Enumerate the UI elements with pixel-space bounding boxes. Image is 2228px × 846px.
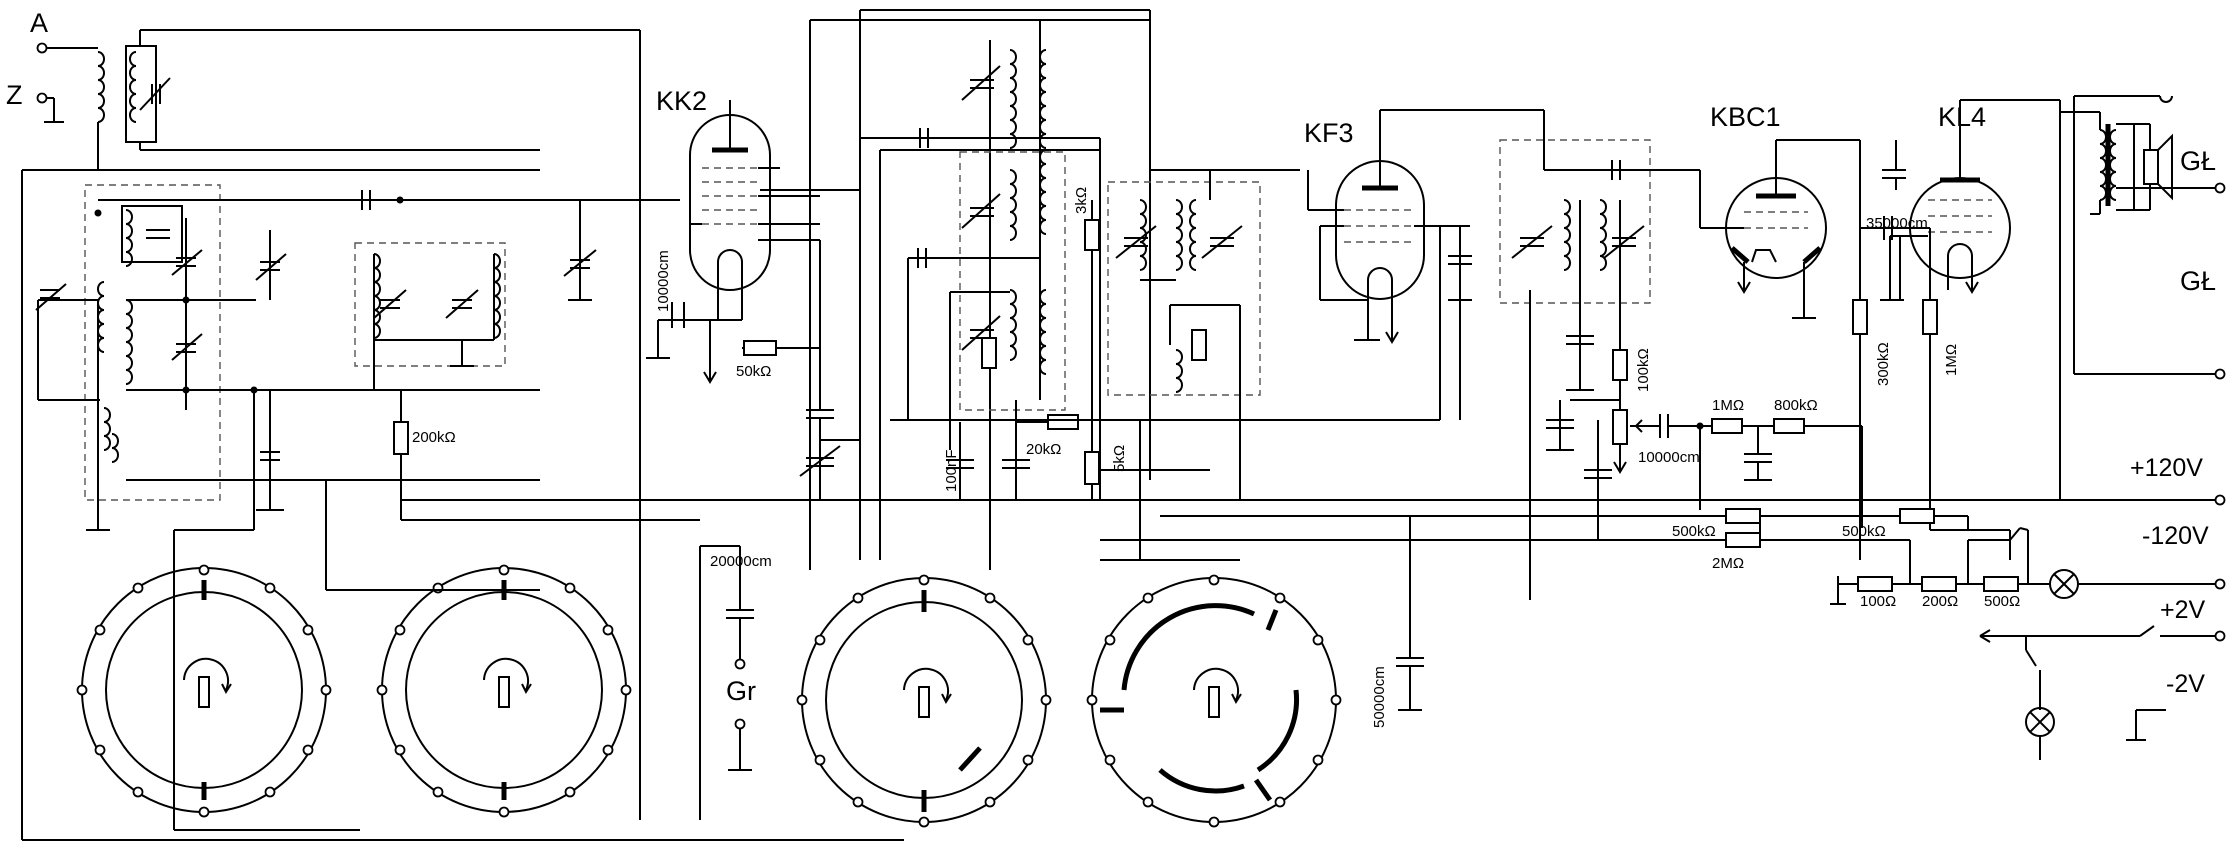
r500k-1-label: 500kΩ — [1672, 523, 1716, 540]
plus2v-label: +2V — [2160, 596, 2206, 624]
minus120v-label: -120V — [2142, 522, 2209, 550]
r100k-label: 100kΩ — [1635, 348, 1652, 392]
r20k-label: 20kΩ — [1026, 441, 1061, 458]
speaker-label-2: GŁ — [2180, 266, 2216, 296]
antenna-label: A — [30, 8, 48, 38]
r1m-label: 1MΩ — [1712, 397, 1744, 414]
c100nf-label: 100nF — [943, 449, 960, 492]
speaker-label-1: GŁ — [2180, 146, 2216, 176]
ground-label: Z — [6, 80, 23, 110]
tube-kk2-label: KK2 — [656, 86, 707, 116]
c10000cm-b-label: 10000cm — [1638, 449, 1700, 466]
switch-3-contacts — [796, 574, 1052, 828]
r500-label: 500Ω — [1984, 593, 2020, 610]
power-rails — [400, 494, 2226, 760]
r50k-label: 50kΩ — [736, 363, 771, 380]
tube-kbc1 — [1699, 139, 1861, 319]
kk2-grid-network — [646, 240, 861, 560]
switch-2-contacts — [376, 564, 632, 818]
waveband-switch-1 — [76, 564, 332, 818]
r5k-label: 5kΩ — [1111, 445, 1128, 472]
waveband-switch-2 — [376, 564, 632, 818]
gr-label: Gr — [726, 676, 756, 706]
r200-label: 200Ω — [1922, 593, 1958, 610]
tube-kk2 — [689, 9, 1150, 320]
detector-transformer — [1499, 139, 1700, 600]
input-tuning-section — [21, 169, 904, 841]
r500k-2-label: 500kΩ — [1842, 523, 1886, 540]
if-transformer-section — [809, 10, 1151, 570]
c35000cm-label: 35000cm — [1866, 215, 1928, 232]
oscillator-tuning-section — [325, 190, 700, 591]
r300k-label: 300kΩ — [1875, 342, 1892, 386]
r3k-label: 3kΩ — [1073, 187, 1090, 214]
audio-chain — [1640, 414, 1863, 528]
r2m-label: 2MΩ — [1712, 555, 1744, 572]
tube-kbc1-label: KBC1 — [1710, 102, 1781, 132]
c10000cm-label: 10000cm — [655, 250, 672, 312]
tube-kl4-label: KL4 — [1938, 102, 1986, 132]
tube-kl4 — [1860, 99, 2061, 500]
r1m-b-label: 1MΩ — [1943, 344, 1960, 376]
plus120v-label: +120V — [2130, 454, 2203, 482]
switch-4-contacts — [1086, 574, 1342, 828]
r200k-label: 200kΩ — [412, 429, 456, 446]
waveband-switch-3 — [796, 574, 1052, 828]
if-transformer-2 — [1100, 169, 1300, 561]
tube-kf3 — [890, 109, 1545, 421]
minus2v-label: -2V — [2166, 670, 2205, 698]
bottom-caps — [699, 516, 1424, 820]
c50000cm-label: 50000cm — [1371, 666, 1388, 728]
r100-label: 100Ω — [1860, 593, 1896, 610]
r800k-label: 800kΩ — [1774, 397, 1818, 414]
antenna-input — [36, 29, 641, 820]
output-transformer — [2060, 95, 2226, 380]
waveband-switch-4 — [1086, 574, 1342, 828]
c20000cm-label: 20000cm — [710, 553, 772, 570]
switch-1-contacts — [76, 564, 332, 818]
coupling-network — [1852, 140, 2011, 560]
tube-kf3-label: KF3 — [1304, 118, 1354, 148]
